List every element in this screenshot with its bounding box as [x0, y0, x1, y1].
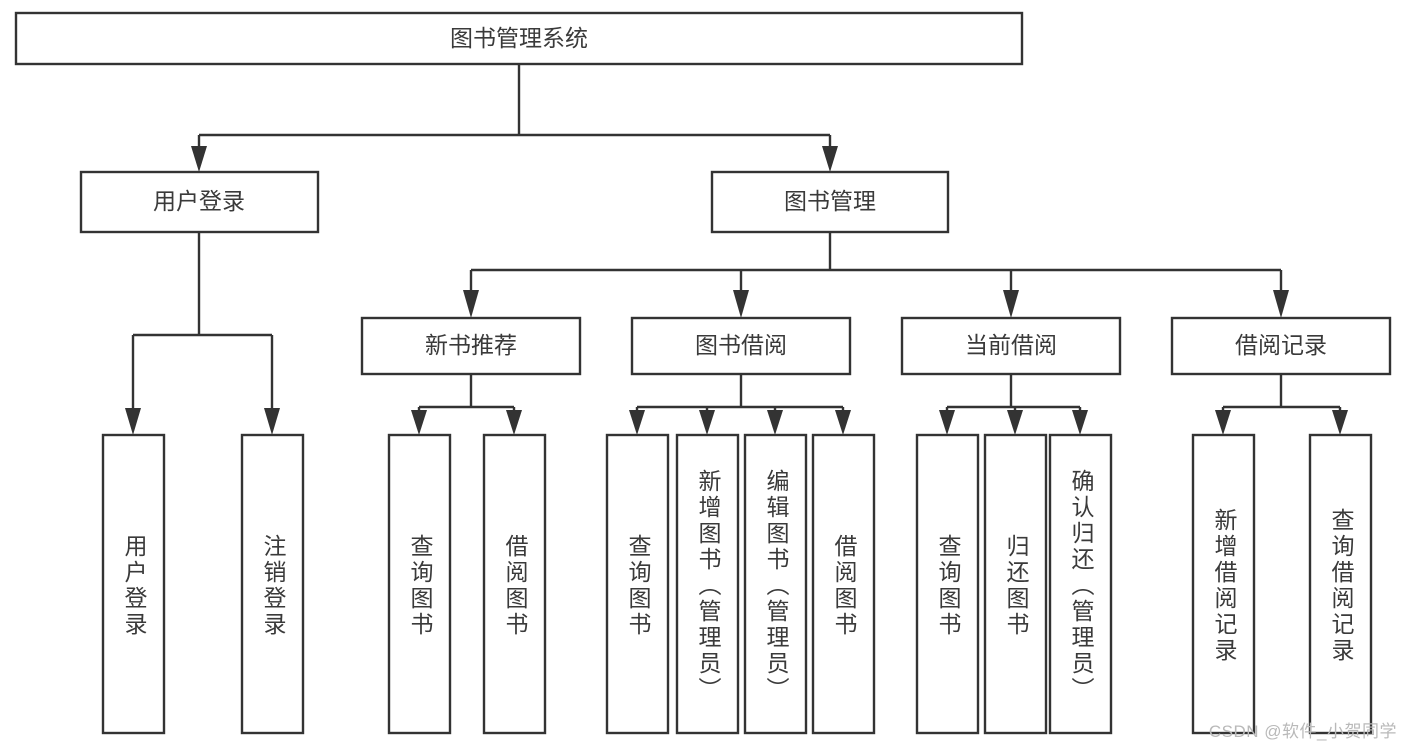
arrow-head-leaf-query-book-current	[939, 410, 955, 435]
node-current-borrow-box[interactable]	[900, 316, 1122, 376]
connector-group-new-book-rec	[411, 374, 522, 435]
arrow-head-leaf-confirm-return	[1072, 410, 1088, 435]
arrow-head-leaf-borrow-book-rec	[506, 410, 522, 435]
connector-group-book-borrow	[629, 374, 851, 435]
arrow-head-user-login	[191, 146, 207, 172]
arrow-head-leaf-user-login	[125, 408, 141, 435]
leaf-query-book-borrow-box[interactable]	[605, 433, 670, 735]
arrow-head-current-borrow	[1003, 290, 1019, 318]
connector-group-current-borrow	[939, 374, 1088, 435]
arrow-head-leaf-add-book	[699, 410, 715, 435]
arrow-head-leaf-query-book-borrow	[629, 410, 645, 435]
node-new-book-rec-label: 新书推荐	[425, 332, 517, 358]
leaf-query-book-rec-box[interactable]	[387, 433, 452, 735]
connector-group-book-manage	[463, 232, 1289, 318]
arrow-head-book-manage	[822, 146, 838, 172]
node-current-borrow-label: 当前借阅	[965, 332, 1057, 358]
leaf-borrow-book-rec-box[interactable]	[482, 433, 547, 735]
node-borrow-record-label: 借阅记录	[1235, 332, 1327, 358]
node-root-box[interactable]	[14, 11, 1024, 66]
watermark-text: CSDN @软件_小贺同学	[1208, 722, 1397, 741]
node-book-manage-label: 图书管理	[784, 188, 876, 214]
node-root[interactable]: 图书管理系统	[14, 11, 1024, 66]
node-root-label: 图书管理系统	[450, 25, 588, 51]
leaf-add-book-box[interactable]	[675, 433, 740, 735]
leaf-box-group	[101, 433, 1373, 735]
node-user-login[interactable]: 用户登录	[79, 170, 320, 234]
leaf-add-record-box[interactable]	[1191, 433, 1256, 735]
leaf-query-record-box[interactable]	[1308, 433, 1373, 735]
arrow-head-leaf-return-book	[1007, 410, 1023, 435]
leaf-return-book-box[interactable]	[983, 433, 1048, 735]
node-book-borrow-box[interactable]	[630, 316, 852, 376]
node-user-login-box[interactable]	[79, 170, 320, 234]
node-book-borrow[interactable]: 图书借阅	[630, 316, 852, 376]
node-book-manage-box[interactable]	[710, 170, 950, 234]
leaf-edit-book-box[interactable]	[743, 433, 808, 735]
arrow-head-leaf-borrow-book	[835, 410, 851, 435]
leaf-user-login-box[interactable]	[101, 433, 166, 735]
leaf-confirm-return-box[interactable]	[1048, 433, 1113, 735]
arrow-head-borrow-record	[1273, 290, 1289, 318]
node-borrow-record-box[interactable]	[1170, 316, 1392, 376]
node-book-borrow-label: 图书借阅	[695, 332, 787, 358]
node-borrow-record[interactable]: 借阅记录	[1170, 316, 1392, 376]
leaf-logout-box[interactable]	[240, 433, 305, 735]
node-new-book-rec[interactable]: 新书推荐	[360, 316, 582, 376]
arrow-head-leaf-logout	[264, 408, 280, 435]
node-user-login-label: 用户登录	[153, 188, 245, 214]
arrow-head-leaf-edit-book	[767, 410, 783, 435]
arrow-head-leaf-add-record	[1215, 410, 1231, 435]
arrow-head-leaf-query-record	[1332, 410, 1348, 435]
arrow-head-book-borrow	[733, 290, 749, 318]
connector-group-root	[191, 64, 838, 172]
arrow-head-leaf-query-book-rec	[411, 410, 427, 435]
connector-group-user-login	[125, 232, 280, 435]
connector-group-borrow-record	[1215, 374, 1348, 435]
node-current-borrow[interactable]: 当前借阅	[900, 316, 1122, 376]
node-new-book-rec-box[interactable]	[360, 316, 582, 376]
leaf-query-book-current-box[interactable]	[915, 433, 980, 735]
node-book-manage[interactable]: 图书管理	[710, 170, 950, 234]
arrow-head-new-book-rec	[463, 290, 479, 318]
leaf-borrow-book-box[interactable]	[811, 433, 876, 735]
